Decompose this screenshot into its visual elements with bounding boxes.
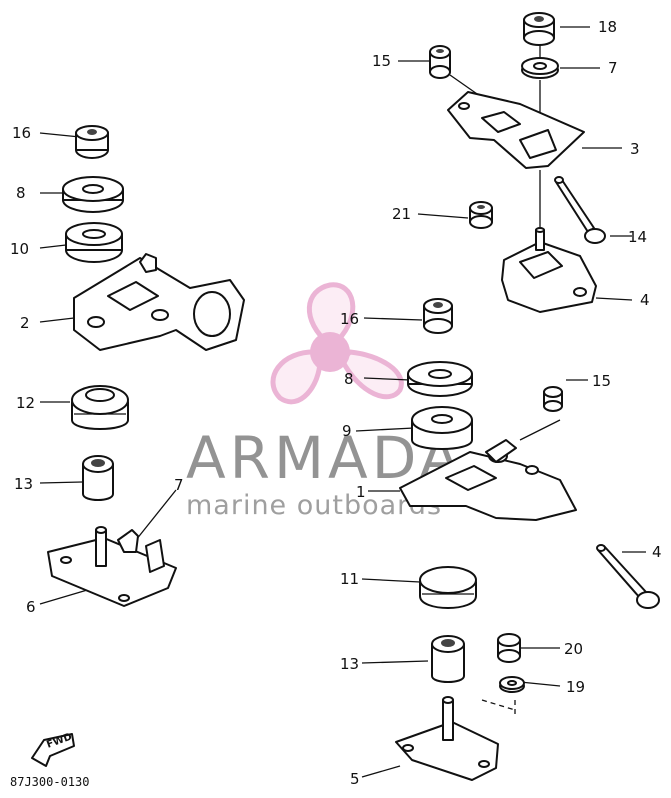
callout-4-top: 4 [640, 291, 650, 309]
callout-4-lower: 4 [652, 543, 662, 561]
part-washer-7-top [521, 57, 559, 79]
callout-12: 12 [16, 394, 35, 412]
part-bolt-4-lower [596, 544, 660, 609]
callout-16-center: 16 [340, 310, 359, 328]
part-bracket-1 [399, 439, 577, 521]
fwd-arrow: FWD [31, 732, 75, 767]
part-bracket-2 [73, 253, 245, 351]
callout-15-top: 15 [372, 52, 391, 70]
callout-9: 9 [342, 422, 352, 440]
callout-3: 3 [630, 140, 640, 158]
callout-21: 21 [392, 205, 411, 223]
part-mount-9 [411, 406, 473, 450]
callout-7-top: 7 [608, 59, 618, 77]
callout-13-left: 13 [14, 475, 33, 493]
part-nut-20 [497, 633, 521, 663]
part-mount-11 [419, 566, 477, 609]
callout-13-right: 13 [340, 655, 359, 673]
part-bolt-14 [554, 176, 606, 244]
part-nut-16-center [423, 298, 453, 334]
propeller-logo [270, 282, 404, 405]
part-nut-21 [469, 201, 493, 229]
callout-16-left: 16 [12, 124, 31, 142]
part-nut-16-left [75, 125, 109, 159]
callout-7-left: 7 [174, 476, 184, 494]
part-collar-13-right [431, 635, 465, 683]
drawing-code: 87J300-0130 [10, 775, 89, 789]
callout-18: 18 [598, 18, 617, 36]
callout-20: 20 [564, 640, 583, 658]
callout-8-left: 8 [16, 184, 26, 202]
part-bracket-3 [447, 91, 585, 169]
callout-11: 11 [340, 570, 359, 588]
part-washer-19 [499, 676, 525, 693]
callouts: 18 15 7 3 16 8 10 21 14 4 2 16 8 15 12 9… [10, 18, 662, 788]
part-mount-10 [65, 222, 123, 263]
part-nut-15-center [543, 386, 563, 412]
part-washer-8-left [62, 176, 124, 213]
callout-2: 2 [20, 314, 30, 332]
callout-8-center: 8 [344, 370, 354, 388]
brand-tagline: marine outboards [186, 490, 442, 521]
part-mount-4-top [501, 227, 597, 313]
callout-10: 10 [10, 240, 29, 258]
callout-1: 1 [356, 483, 366, 501]
part-nut-18 [523, 12, 555, 46]
part-plate-6 [47, 526, 177, 607]
part-plate-5 [395, 696, 499, 781]
propeller-hub [310, 332, 350, 372]
callout-19: 19 [566, 678, 585, 696]
callout-15-center: 15 [592, 372, 611, 390]
part-nut-15-top [429, 45, 451, 79]
callout-6: 6 [26, 598, 36, 616]
callout-14: 14 [628, 228, 647, 246]
part-collar-13-left [82, 455, 114, 501]
part-mount-12 [71, 385, 129, 430]
callout-5: 5 [350, 770, 360, 788]
part-washer-8-center [407, 361, 473, 397]
